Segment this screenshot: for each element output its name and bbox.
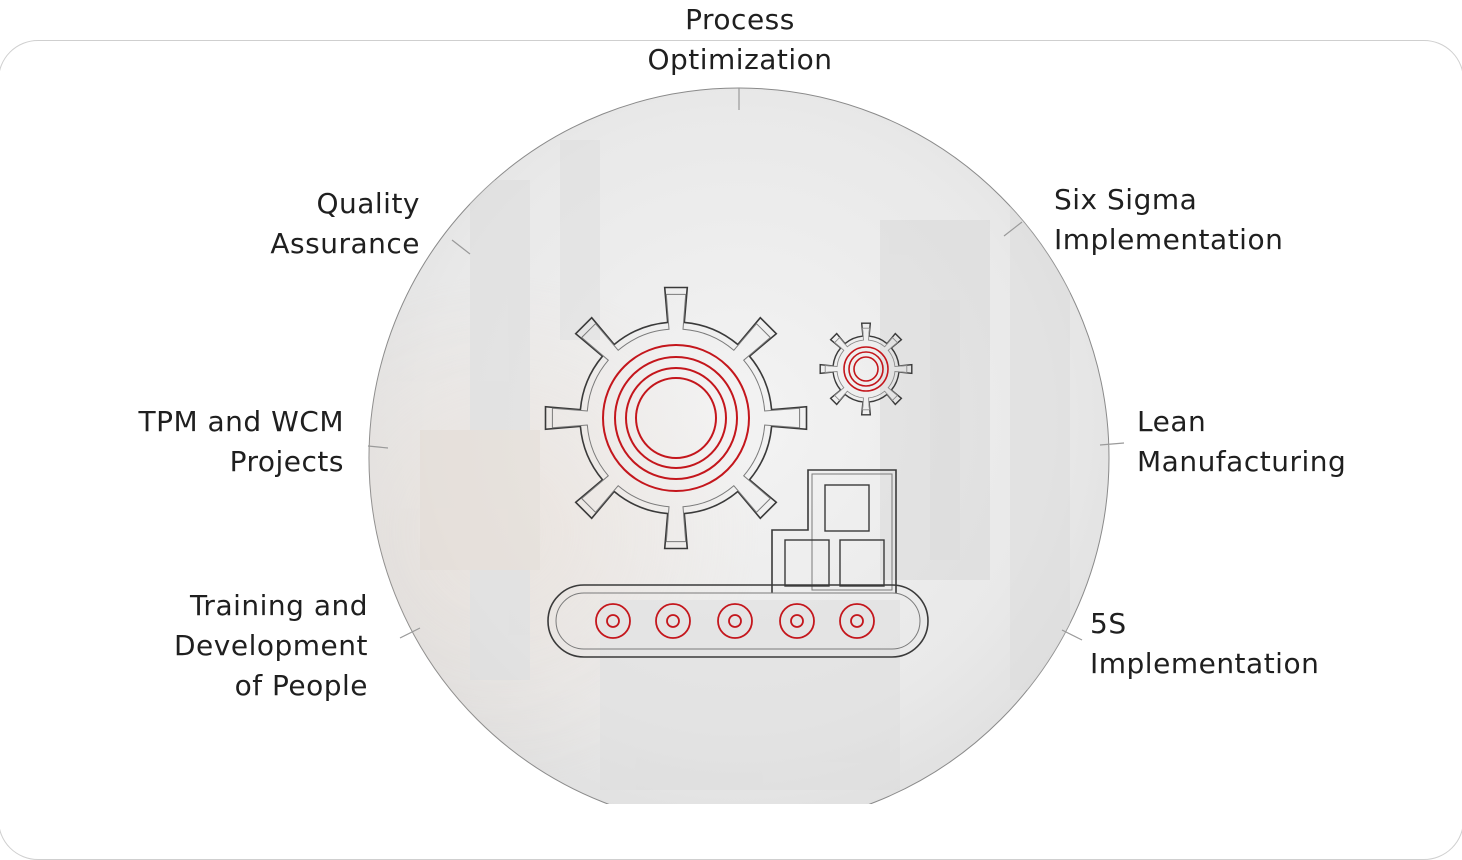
label-process-optimization: Process Optimization	[647, 3, 833, 76]
label-quality-assurance: Quality Assurance	[270, 187, 420, 260]
label-5s-implementation: 5S Implementation	[1090, 607, 1320, 680]
conveyor-belt-icon	[547, 584, 929, 658]
diagram-canvas	[367, 87, 1125, 804]
small-gear-icon	[819, 322, 913, 416]
label-lean-manufacturing: Lean Manufacturing	[1137, 405, 1347, 478]
label-tpm-wcm: TPM and WCM Projects	[138, 405, 344, 478]
large-gear-icon	[544, 286, 808, 550]
boxes-icon	[771, 469, 897, 593]
center-circle	[368, 87, 1110, 804]
label-six-sigma: Six Sigma Implementation	[1054, 183, 1284, 256]
circle-ticks	[367, 88, 1125, 641]
label-training-development: Training and Development of People	[174, 589, 368, 702]
